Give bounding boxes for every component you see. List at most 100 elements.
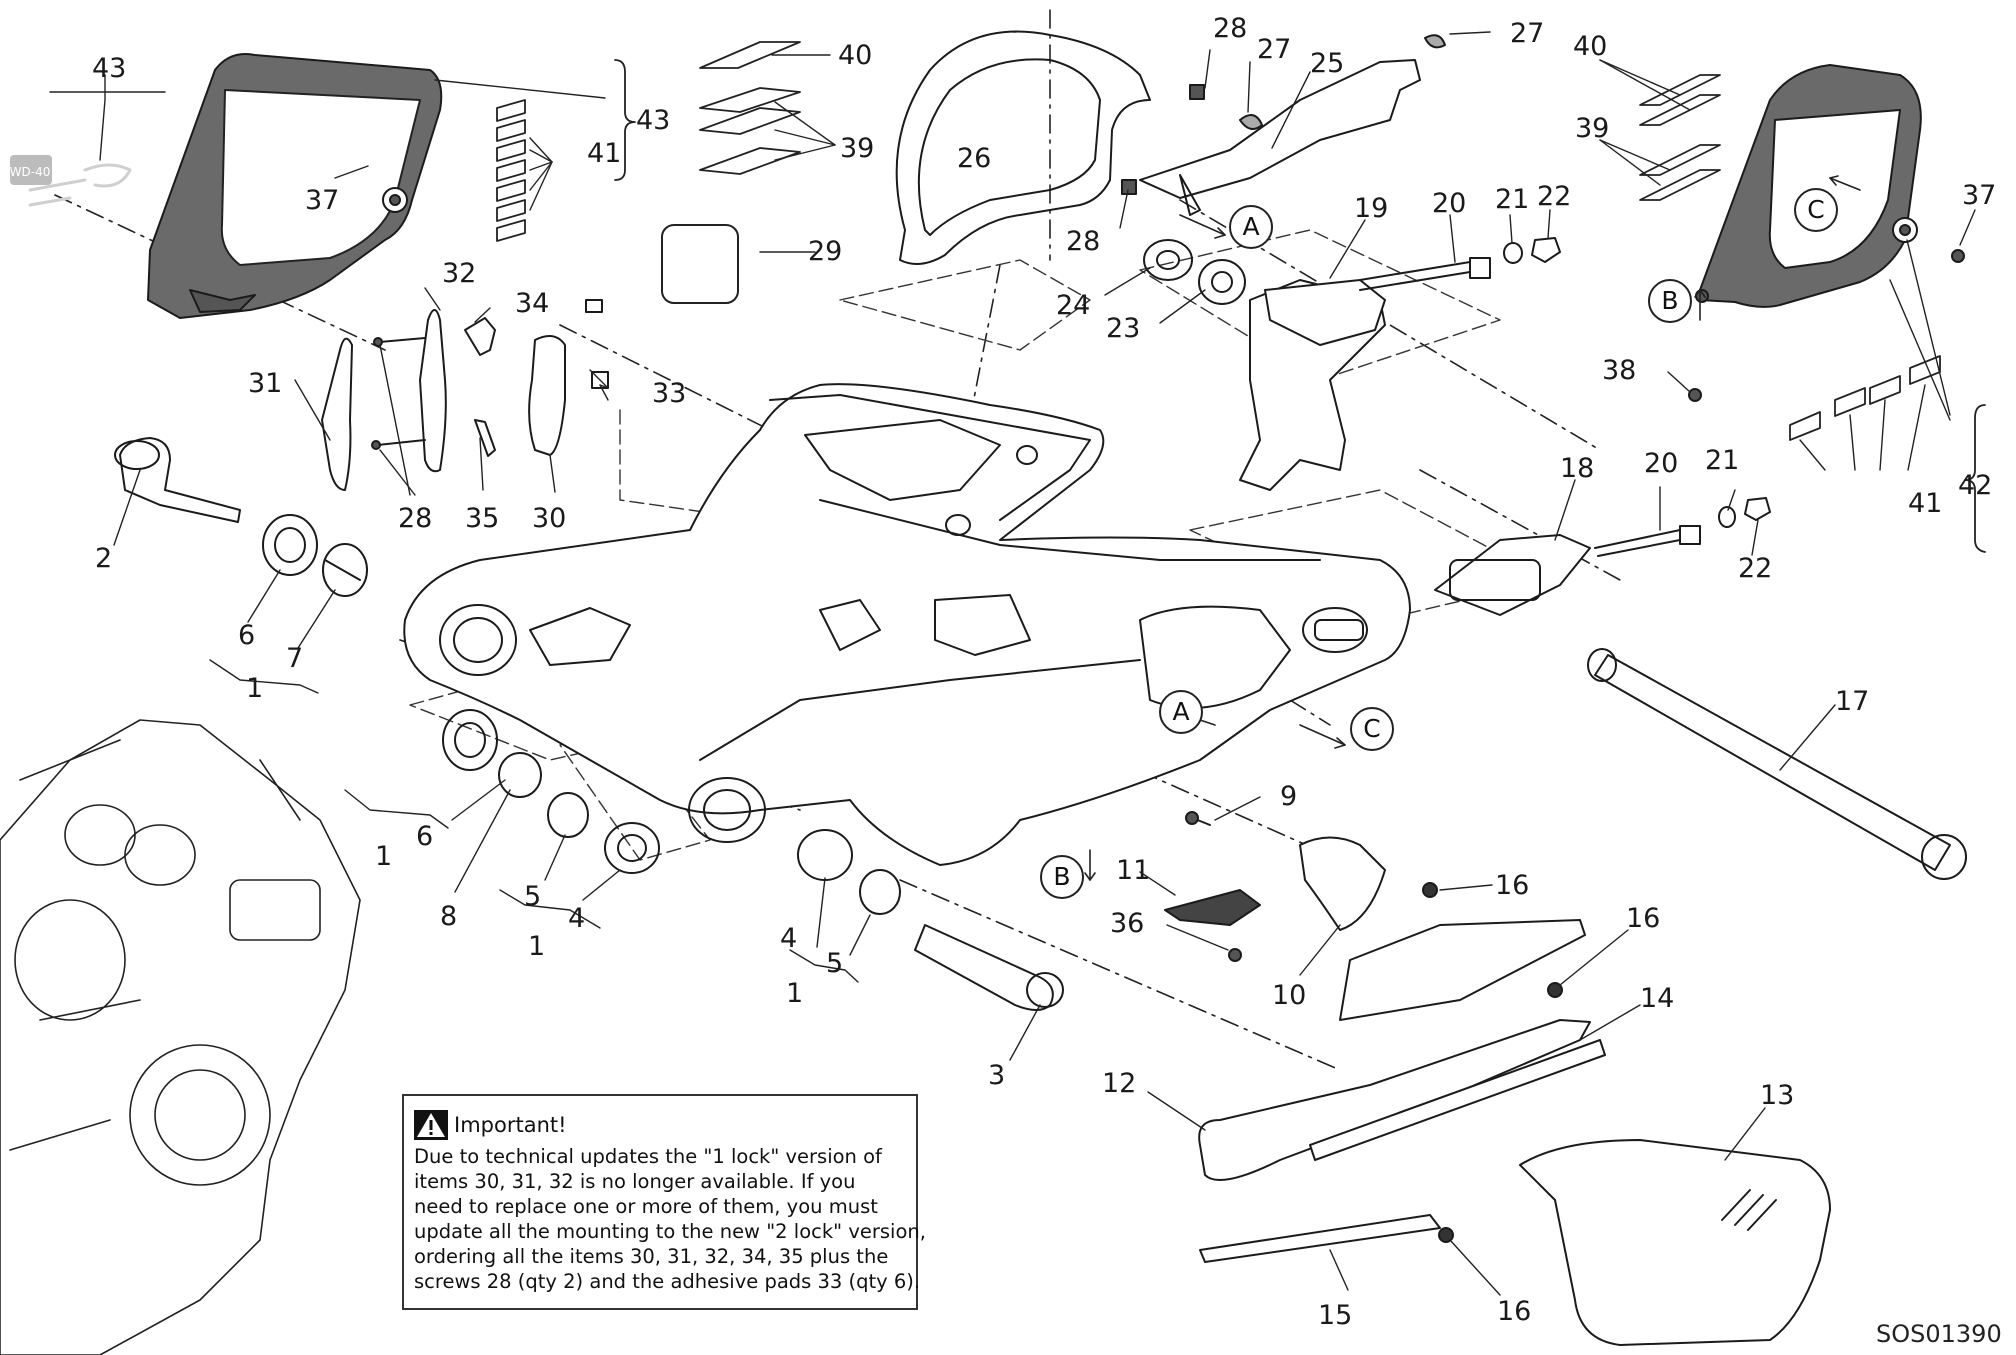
callout-label: 6	[238, 620, 256, 651]
callout-label: 5	[826, 948, 844, 979]
callout-label: 36	[1110, 908, 1145, 939]
svg-text:WD-40: WD-40	[10, 165, 51, 179]
seal-5-left	[547, 792, 589, 838]
adjuster-18	[1434, 534, 1591, 616]
pads-33	[585, 299, 609, 389]
spacer-7	[322, 543, 368, 597]
chain-guard-left-decal	[28, 163, 132, 207]
screw-16-mid	[1422, 882, 1438, 898]
notice-line: Due to technical updates the "1 lock" ve…	[414, 1145, 882, 1168]
chain-guard-right	[1695, 64, 1922, 308]
callout-label: 40	[838, 40, 873, 71]
decal-stack-41-left	[496, 99, 526, 242]
notice-line: need to replace one or more of them, you…	[414, 1195, 878, 1218]
screw-38-right	[1688, 388, 1702, 402]
engine-block	[0, 719, 361, 1355]
callout-label: 43	[92, 53, 127, 84]
decals-40-39-top	[699, 41, 801, 175]
screw-36	[1228, 948, 1242, 962]
callout-label: 3	[988, 1060, 1006, 1091]
callout-label: 41	[1908, 488, 1943, 519]
chain-guard-13	[1519, 1139, 1831, 1346]
nut-22-right	[1744, 497, 1771, 521]
callout-label: 21	[1705, 445, 1740, 476]
callout-label: 7	[286, 643, 304, 674]
pad-30	[528, 335, 566, 456]
callout-label: 20	[1644, 448, 1679, 479]
bracket-25	[1139, 59, 1421, 216]
callout-label: 16	[1495, 870, 1530, 901]
chain-slider-12	[1198, 919, 1591, 1181]
callout-label: 12	[1102, 1068, 1137, 1099]
callout-label: 32	[442, 258, 477, 289]
notice-line: items 30, 31, 32 is no longer available.…	[414, 1170, 856, 1193]
callout-label: 28	[398, 503, 433, 534]
slider-31	[321, 337, 353, 491]
callout-label: 40	[1573, 31, 1608, 62]
marker-c-lower: C	[1350, 707, 1394, 751]
marker-a-lower: A	[1159, 690, 1203, 734]
bolt-20-right	[1594, 525, 1701, 557]
callout-label: 22	[1738, 553, 1773, 584]
callout-label: 39	[840, 133, 875, 164]
callout-label: 5	[524, 881, 542, 912]
callout-label: 22	[1537, 181, 1572, 212]
pin-3	[914, 924, 1064, 1011]
callout-label: 43	[636, 105, 671, 136]
callout-label: 26	[957, 143, 992, 174]
callout-label: 16	[1626, 903, 1661, 934]
warning-icon	[414, 1110, 448, 1140]
callout-label: 29	[808, 236, 843, 267]
adjuster-plate-19	[1239, 279, 1386, 491]
callout-label: 39	[1575, 113, 1610, 144]
callout-label: 30	[532, 503, 567, 534]
washer-23	[1198, 259, 1246, 305]
marker-b-lower: B	[1040, 855, 1084, 899]
callout-label: 10	[1272, 980, 1307, 1011]
screw-37-right	[1951, 249, 1965, 263]
callout-label: 20	[1432, 188, 1467, 219]
bearing-4-right	[797, 829, 853, 881]
seal-6-lower	[442, 709, 498, 771]
callout-label: 21	[1495, 184, 1530, 215]
callout-label: 13	[1760, 1080, 1795, 1111]
callout-label: 6	[416, 821, 434, 852]
sensor-9	[1185, 811, 1211, 826]
marker-c-right: C	[1794, 188, 1838, 232]
notice-line: update all the mounting to the new "2 lo…	[414, 1220, 926, 1243]
callout-label: 11	[1116, 855, 1151, 886]
spacer-8	[498, 752, 542, 798]
shoe-15	[1199, 1214, 1441, 1263]
clip-34	[464, 317, 496, 356]
seal-6-upper	[262, 514, 318, 576]
callout-label: 8	[440, 901, 458, 932]
callout-label: 1	[375, 841, 393, 872]
notice-header: Important!	[414, 1110, 902, 1140]
callout-label: 2	[95, 543, 113, 574]
callout-label: 14	[1640, 983, 1675, 1014]
seal-5-right	[859, 869, 901, 915]
pad-29	[661, 224, 739, 304]
frame-bracket-26	[895, 30, 1151, 265]
screws-28-left	[371, 337, 426, 450]
marker-b-right: B	[1648, 279, 1692, 323]
callout-label: 33	[652, 378, 687, 409]
callout-label: 37	[305, 185, 340, 216]
callout-label: 1	[528, 931, 546, 962]
slider-32	[419, 309, 447, 473]
bolt-20-top	[1359, 257, 1491, 291]
bracket-11	[1164, 889, 1261, 926]
drawing-code: SOS01390	[1876, 1320, 2002, 1348]
leader-lines	[49, 31, 1976, 1296]
washer-24	[1143, 239, 1193, 281]
callout-label: 4	[568, 903, 586, 934]
callout-label: 24	[1056, 290, 1091, 321]
important-notice-box: Important! Due to technical updates the …	[402, 1094, 926, 1310]
callout-label: 17	[1835, 686, 1870, 717]
nut-22-top	[1531, 237, 1561, 263]
callout-label: 4	[780, 923, 798, 954]
screws-16-bottom	[1438, 982, 1563, 1243]
callout-label: 28	[1213, 13, 1248, 44]
callout-label: 15	[1318, 1300, 1353, 1331]
